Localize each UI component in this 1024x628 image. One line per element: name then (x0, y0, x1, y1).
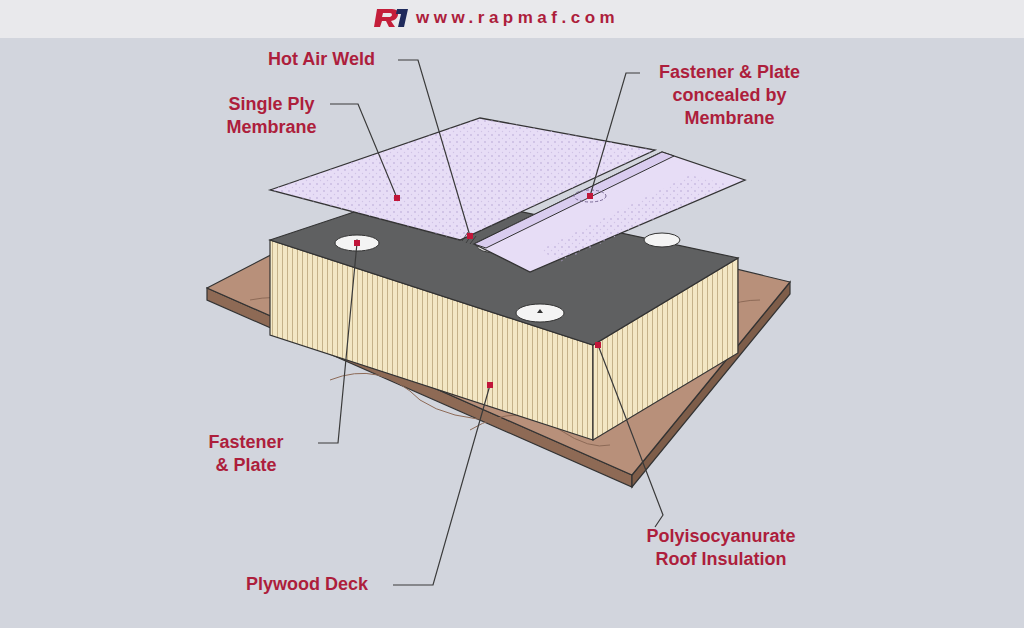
header-band (0, 0, 1024, 38)
callout-label: Fastener & Plate (200, 431, 292, 477)
callout-label: Single Ply Membrane (214, 93, 329, 139)
insulation-board (270, 190, 738, 440)
leader-lines (318, 60, 663, 585)
logo-mark (374, 9, 408, 27)
watermark-url: www.rapmaf.com (416, 6, 686, 29)
single-ply-membrane (270, 118, 745, 272)
leader-markers (354, 193, 601, 388)
callout-label: Plywood Deck (246, 573, 396, 596)
callout-label: Hot Air Weld (268, 48, 403, 71)
callout-label: Fastener & Plate concealed by Membrane (642, 61, 817, 130)
callout-label: Polyisocyanurate Roof Insulation (630, 525, 812, 571)
